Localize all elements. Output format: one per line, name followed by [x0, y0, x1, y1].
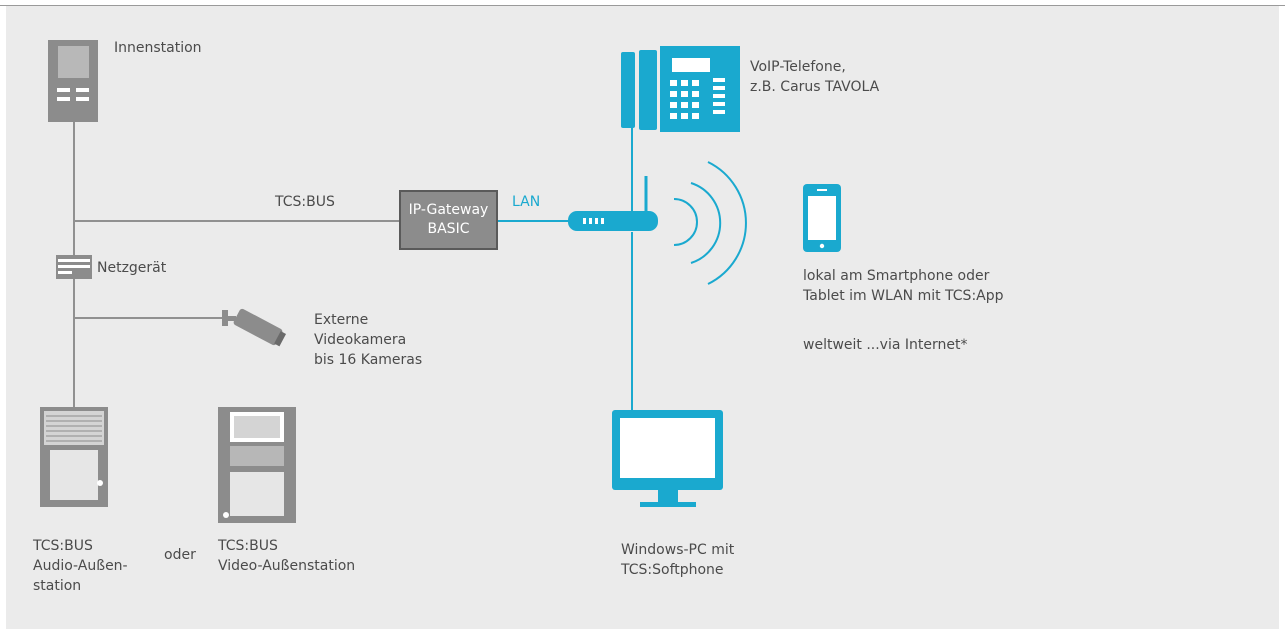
- smartphone-label-line1: lokal am Smartphone oder: [803, 268, 990, 284]
- audio-label-line3: station: [33, 578, 82, 594]
- internet-label: weltweit ...via Internet*: [803, 337, 968, 353]
- audio-label-line2: Audio-Außen-: [33, 558, 128, 574]
- video-label-line2: Video-Außenstation: [218, 558, 356, 574]
- lan-lines: [498, 126, 633, 410]
- netzgeraet-label: Netzgerät: [97, 260, 167, 276]
- gateway-label-line2: BASIC: [427, 221, 470, 237]
- video-label-line1: TCS:BUS: [218, 538, 278, 554]
- power-supply-icon: [56, 255, 92, 279]
- pc-label-line1: Windows-PC mit: [621, 542, 735, 558]
- tcs-bus-label: TCS:BUS: [275, 194, 335, 210]
- lan-label: LAN: [512, 194, 541, 210]
- pc-label: Windows-PC mit TCS:Softphone: [621, 540, 734, 580]
- top-rule: [0, 5, 1285, 6]
- voip-label-line2: z.B. Carus TAVOLA: [750, 79, 880, 95]
- smartphone-icon: [803, 184, 841, 252]
- wifi-waves-icon: [673, 161, 747, 285]
- router-icon: [568, 176, 658, 231]
- camera-label-line1: Externe: [314, 312, 369, 328]
- audio-station-label: TCS:BUS Audio-Außen- station: [33, 536, 128, 596]
- camera-label: Externe Videokamera bis 16 Kameras: [314, 310, 422, 370]
- camera-label-line2: Videokamera: [314, 332, 407, 348]
- smartphone-label-line2: Tablet im WLAN mit TCS:App: [803, 288, 1004, 304]
- indoor-station-icon: [48, 40, 98, 122]
- ip-gateway-box: IP-Gateway BASIC: [399, 190, 498, 250]
- voip-label: VoIP-Telefone, z.B. Carus TAVOLA: [750, 57, 879, 97]
- camera-label-line3: bis 16 Kameras: [314, 352, 423, 368]
- innenstation-label: Innenstation: [114, 40, 202, 56]
- smartphone-label: lokal am Smartphone oder Tablet im WLAN …: [803, 266, 1004, 306]
- oder-label: oder: [164, 547, 196, 563]
- pc-label-line2: TCS:Softphone: [621, 562, 724, 578]
- voip-label-line1: VoIP-Telefone,: [750, 59, 846, 75]
- desk-phone-icon: [621, 46, 740, 132]
- gateway-label-line1: IP-Gateway: [408, 202, 489, 218]
- audio-door-station-icon: [40, 407, 108, 507]
- monitor-icon: [612, 410, 723, 507]
- camera-icon: [222, 308, 287, 347]
- audio-label-line1: TCS:BUS: [33, 538, 93, 554]
- video-door-station-icon: [218, 407, 296, 523]
- video-station-label: TCS:BUS Video-Außenstation: [218, 536, 355, 576]
